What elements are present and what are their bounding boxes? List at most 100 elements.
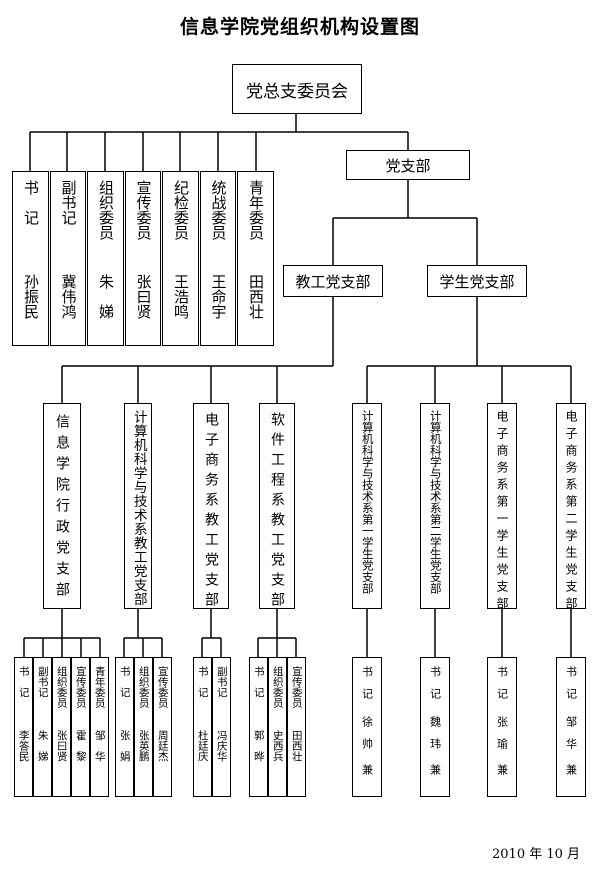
student-member-box: 书 记 徐 帅 兼: [352, 657, 382, 797]
committee-name: 张曰贤: [134, 274, 153, 319]
member-box: 书 记 李答民: [14, 657, 33, 797]
committee-member-box: 副书记 冀伟鸿: [50, 171, 86, 346]
teacher-unit-name: 软件工程系教工党支部: [269, 412, 285, 612]
member-name: 张英鹏: [137, 730, 150, 762]
member-suffix: 兼: [495, 764, 509, 775]
member-box: 书 记 杜廷庆: [193, 657, 212, 797]
teacher-unit-box: 电子商务系教工党支部: [193, 403, 229, 612]
member-name: 张 娟: [118, 730, 131, 762]
committee-role: 书 记: [22, 180, 40, 225]
member-box: 青年委员 邹 华: [90, 657, 109, 797]
committee-role: 统战委员: [209, 180, 228, 240]
committee-name: 田西壮: [247, 274, 265, 319]
member-role: 书 记: [196, 666, 209, 698]
committee-member-box: 青年委员 田西壮: [237, 171, 274, 346]
member-name: 田西壮: [290, 730, 303, 762]
member-name: 徐 帅: [360, 716, 374, 749]
member-suffix: 兼: [428, 764, 442, 775]
teacher-unit-name: 计算机科学与技术系教工党支部: [130, 410, 147, 606]
party-branch-box: 党支部: [346, 150, 470, 180]
member-role: 组织委员: [55, 666, 68, 708]
member-box: 组织委员 史西兵: [268, 657, 287, 797]
committee-member-box: 组织委员 朱 娣: [87, 171, 124, 346]
member-role: 书 记: [17, 666, 30, 698]
member-name: 邹 华: [564, 716, 578, 749]
teacher-unit-box: 计算机科学与技术系教工党支部: [124, 403, 152, 609]
member-role: 组织委员: [137, 666, 150, 708]
member-box: 书 记 郭 晔: [249, 657, 268, 797]
teacher-unit-box: 信息学院行政党支部: [43, 403, 81, 609]
member-role: 书 记: [564, 666, 578, 699]
member-box: 副书记 朱 娣: [33, 657, 52, 797]
member-suffix: 兼: [564, 764, 578, 775]
member-name: 朱 娣: [36, 730, 49, 762]
member-name: 周廷杰: [156, 730, 169, 762]
student-unit-box: 计算机科学与技术系第二学生党支部: [420, 403, 450, 609]
member-name: 史西兵: [271, 730, 284, 762]
member-name: 魏 玮: [428, 716, 442, 749]
member-name: 霍 黎: [74, 730, 87, 762]
student-unit-box: 电子商务系第二学生党支部: [556, 403, 586, 614]
student-member-box: 书 记 张 瑜 兼: [487, 657, 517, 797]
member-role: 书 记: [252, 666, 265, 698]
member-box: 组织委员 张曰贤: [52, 657, 71, 797]
member-box: 组织委员 张英鹏: [134, 657, 153, 797]
member-suffix: 兼: [360, 764, 374, 775]
student-unit-box: 电子商务系第一学生党支部: [487, 403, 517, 614]
committee-role: 纪检委员: [172, 180, 190, 240]
student-member-box: 书 记 魏 玮 兼: [420, 657, 450, 797]
member-role: 宣传委员: [156, 666, 169, 708]
member-role: 青年委员: [93, 666, 106, 708]
committee-role: 青年委员: [247, 180, 265, 240]
member-name: 郭 晔: [252, 730, 265, 762]
student-branch-box: 学生党支部: [427, 265, 527, 297]
member-name: 杜廷庆: [196, 730, 209, 762]
member-box: 书 记 张 娟: [115, 657, 134, 797]
member-box: 宣传委员 周廷杰: [153, 657, 172, 797]
committee-name: 冀伟鸿: [59, 274, 78, 319]
member-role: 书 记: [118, 666, 131, 698]
teacher-unit-name: 信息学院行政党支部: [54, 414, 70, 603]
member-name: 冯庆华: [215, 730, 228, 762]
member-box: 宣传委员 霍 黎: [71, 657, 90, 797]
member-role: 宣传委员: [290, 666, 303, 708]
chart-title: 信息学院党组织机构设置图: [179, 16, 420, 38]
member-role: 书 记: [495, 666, 509, 699]
committee-name: 孙振民: [22, 274, 40, 319]
chart-date: 2010 年 10 月: [492, 847, 581, 862]
member-role: 宣传委员: [74, 666, 87, 708]
member-role: 组织委员: [271, 666, 284, 708]
student-unit-name: 计算机科学与技术系第一学生党支部: [360, 410, 375, 594]
committee-name: 王浩鸣: [172, 274, 190, 319]
committee-name: 朱 娣: [97, 274, 115, 319]
member-box: 副书记 冯庆华: [212, 657, 231, 797]
committee-member-box: 统战委员 王命宇: [200, 171, 236, 346]
teacher-unit-box: 软件工程系教工党支部: [259, 403, 295, 612]
student-member-box: 书 记 邹 华 兼: [556, 657, 586, 797]
teacher-unit-name: 电子商务系教工党支部: [203, 412, 219, 612]
committee-role: 宣传委员: [134, 180, 153, 240]
student-unit-name: 电子商务系第一学生党支部: [495, 410, 509, 614]
member-name: 李答民: [17, 730, 30, 762]
committee-member-box: 书 记 孙振民: [12, 171, 49, 346]
committee-role: 组织委员: [97, 180, 115, 240]
member-role: 副书记: [215, 666, 228, 698]
student-unit-name: 计算机科学与技术系第二学生党支部: [428, 410, 443, 594]
student-unit-box: 计算机科学与技术系第一学生党支部: [352, 403, 382, 609]
committee-name: 王命宇: [209, 274, 228, 319]
member-box: 宣传委员 田西壮: [287, 657, 306, 797]
member-name: 张曰贤: [55, 730, 68, 762]
member-name: 邹 华: [93, 730, 106, 762]
student-unit-name: 电子商务系第二学生党支部: [564, 410, 578, 614]
committee-role: 副书记: [59, 180, 78, 225]
member-role: 书 记: [360, 666, 374, 699]
member-name: 张 瑜: [495, 716, 509, 749]
member-role: 副书记: [36, 666, 49, 698]
teacher-branch-box: 教工党支部: [283, 265, 383, 297]
root-committee-box: 党总支委员会: [232, 64, 362, 114]
committee-member-box: 宣传委员 张曰贤: [125, 171, 161, 346]
member-role: 书 记: [428, 666, 442, 699]
committee-member-box: 纪检委员 王浩鸣: [162, 171, 199, 346]
